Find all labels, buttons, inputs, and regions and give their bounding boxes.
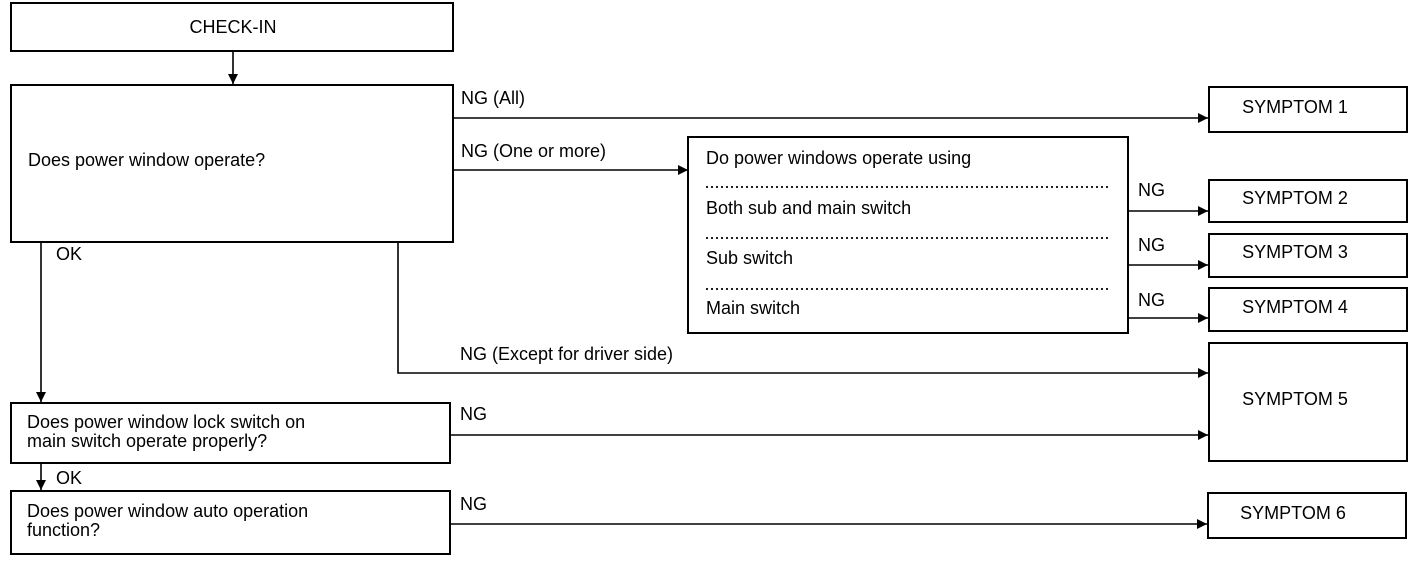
symptom-3-label: SYMPTOM 3: [1242, 242, 1348, 262]
symptom-5-node: SYMPTOM 5: [1208, 342, 1408, 462]
symptom-4-node: SYMPTOM 4: [1208, 287, 1408, 332]
subquestion-switch-operation: Do power windows operate using Both sub …: [687, 136, 1129, 334]
subquestion-option-both: Both sub and main switch: [706, 198, 911, 218]
label-ng: NG: [1138, 180, 1165, 200]
symptom-2-node: SYMPTOM 2: [1208, 179, 1408, 223]
symptom-2-label: SYMPTOM 2: [1242, 188, 1348, 208]
label-ok: OK: [56, 244, 82, 264]
subquestion-option-sub: Sub switch: [706, 248, 793, 268]
checkin-node: CHECK-IN: [10, 2, 454, 52]
question-power-window-operate-text: Does power window operate?: [28, 150, 265, 170]
question-lock-switch-line1: Does power window lock switch on: [27, 412, 305, 432]
subquestion-title: Do power windows operate using: [706, 148, 971, 168]
label-ng: NG: [460, 404, 487, 424]
label-ok: OK: [56, 468, 82, 488]
label-ng: NG: [1138, 290, 1165, 310]
question-power-window-operate: Does power window operate?: [10, 84, 454, 243]
question-lock-switch: Does power window lock switch on main sw…: [10, 402, 451, 464]
label-ng: NG: [1138, 235, 1165, 255]
question-auto-operation-line2: function?: [27, 520, 100, 540]
question-auto-operation-line1: Does power window auto operation: [27, 501, 308, 521]
label-ng-one-or-more: NG (One or more): [461, 141, 606, 161]
symptom-1-node: SYMPTOM 1: [1208, 86, 1408, 133]
symptom-6-node: SYMPTOM 6: [1207, 492, 1407, 539]
symptom-3-node: SYMPTOM 3: [1208, 233, 1408, 278]
symptom-4-label: SYMPTOM 4: [1242, 297, 1348, 317]
symptom-1-label: SYMPTOM 1: [1242, 97, 1348, 117]
label-ng-all: NG (All): [461, 88, 525, 108]
subquestion-option-main: Main switch: [706, 298, 800, 318]
connector-ng-except-driver: [397, 242, 1208, 378]
label-ng: NG: [460, 494, 487, 514]
question-lock-switch-line2: main switch operate properly?: [27, 431, 267, 451]
symptom-6-label: SYMPTOM 6: [1240, 503, 1346, 523]
checkin-label: CHECK-IN: [189, 17, 276, 37]
question-auto-operation: Does power window auto operation functio…: [10, 490, 451, 555]
label-ng-except-driver: NG (Except for driver side): [460, 344, 673, 364]
symptom-5-label: SYMPTOM 5: [1242, 389, 1348, 409]
